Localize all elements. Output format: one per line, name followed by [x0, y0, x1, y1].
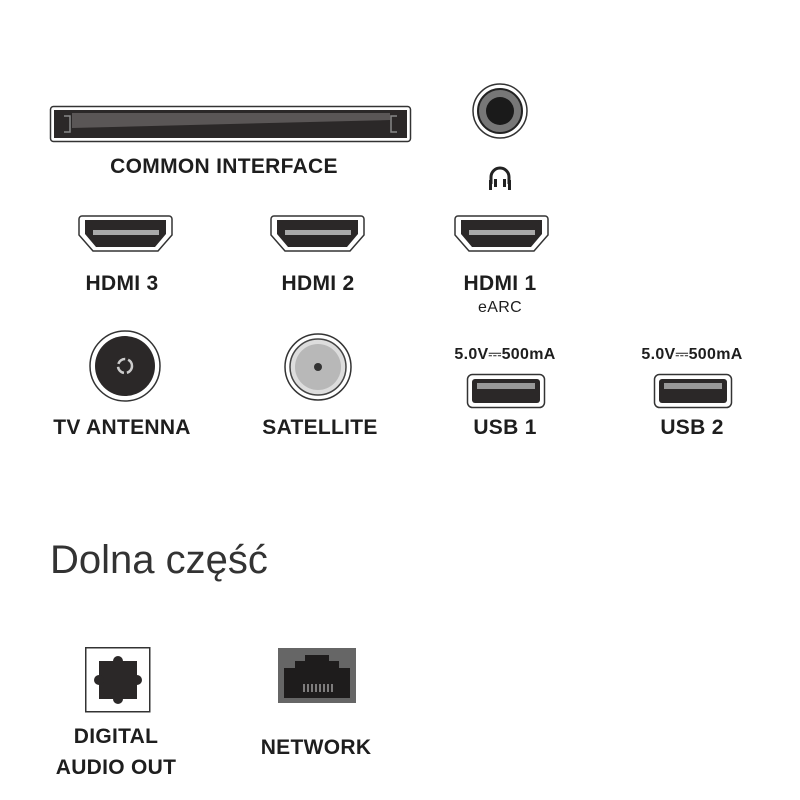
usb2-label: USB 2: [660, 416, 724, 439]
hdmi1-label: HDMI 1: [463, 272, 537, 295]
hdmi3-label: HDMI 3: [85, 272, 159, 295]
common-interface-slot-icon: [49, 105, 412, 143]
hdmi1-port-icon: [454, 215, 549, 252]
hdmi2-port-icon: [270, 215, 365, 252]
optical-audio-port-icon: [85, 647, 151, 713]
tv-antenna-port-icon: [89, 330, 161, 402]
headphone-jack-icon: [472, 83, 528, 139]
satellite-port-icon: [284, 333, 352, 401]
network-label: NETWORK: [260, 736, 372, 759]
hdmi1-earc-label: eARC: [478, 299, 522, 316]
usb1-label: USB 1: [473, 416, 537, 439]
section-heading: Dolna część: [50, 538, 268, 582]
satellite-label: SATELLITE: [262, 416, 378, 439]
digital-audio-label-line2: AUDIO OUT: [55, 756, 177, 779]
usb2-power-spec: 5.0V⎓500mA: [641, 346, 743, 363]
hdmi2-label: HDMI 2: [281, 272, 355, 295]
common-interface-label: COMMON INTERFACE: [110, 155, 338, 178]
ethernet-port-icon: [278, 648, 356, 703]
headphones-icon: [489, 166, 511, 190]
tv-antenna-label: TV ANTENNA: [53, 416, 191, 439]
usb1-power-spec: 5.0V⎓500mA: [454, 346, 556, 363]
digital-audio-label-line1: DIGITAL: [73, 725, 159, 748]
usb2-port-icon: [653, 373, 733, 409]
usb1-port-icon: [466, 373, 546, 409]
hdmi3-port-icon: [78, 215, 173, 252]
